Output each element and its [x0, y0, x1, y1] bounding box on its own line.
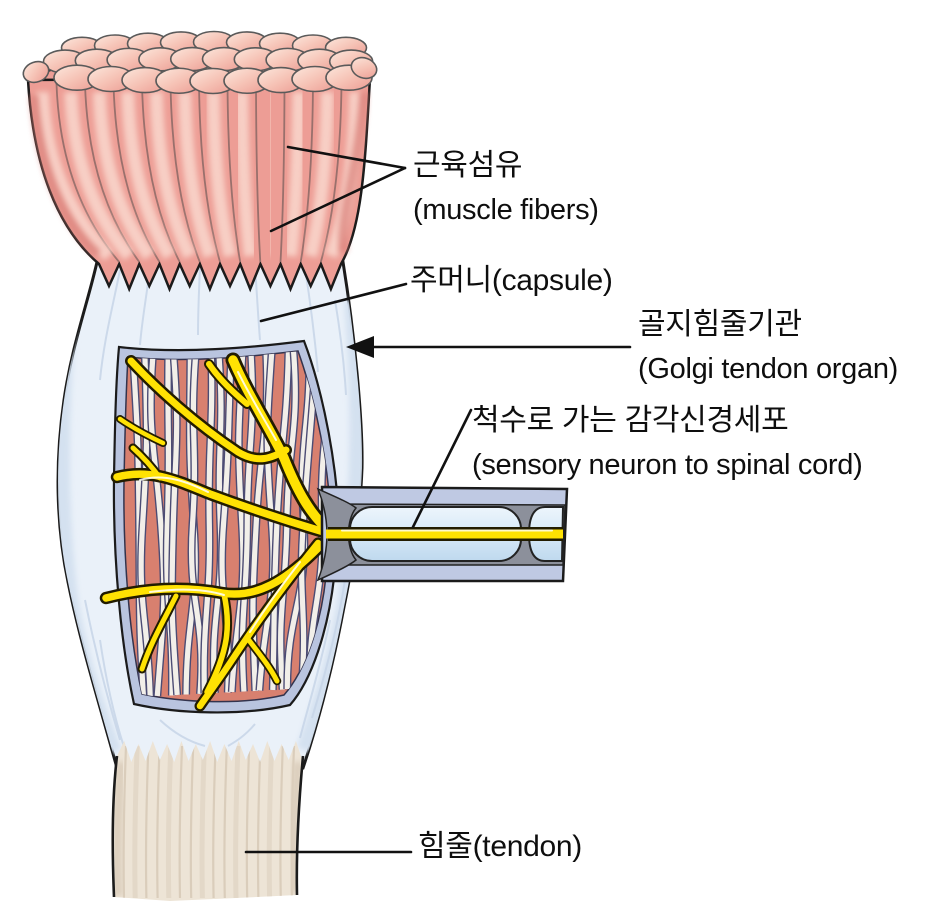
- nerve-branch: [206, 361, 250, 407]
- tendon-edge-right: [295, 755, 305, 896]
- muscle-fiber-bundle: [22, 30, 378, 293]
- tendon-shade-left: [112, 761, 126, 897]
- nerve-branch: [245, 636, 280, 684]
- label-capsule-text: 주머니(capsule): [410, 264, 613, 297]
- capsule-streak: [311, 579, 346, 719]
- leader-lines: [244, 145, 632, 854]
- tendon-stripe: [233, 745, 241, 899]
- capsule-streak: [84, 599, 121, 741]
- muscle-fiber-highlight: [149, 91, 196, 259]
- tendon-body: [112, 741, 304, 901]
- muscle-fiber-divider: [169, 83, 201, 263]
- capsule-streak: [159, 719, 206, 747]
- nerve-branch: [204, 591, 231, 695]
- tendon-stripe: [245, 745, 251, 899]
- golgi-arrowhead: [346, 336, 374, 358]
- nerve-highlight: [249, 561, 301, 633]
- muscle-fiber-top: [22, 60, 50, 84]
- label-sensory-neuron: 척수로 가는 감각신경세포 (sensory neuron to spinal …: [472, 399, 863, 487]
- muscle-fiber-divider: [255, 83, 262, 263]
- collagen-strand: [229, 353, 246, 693]
- tendon-edge-left: [111, 755, 119, 898]
- tendon-stripe: [156, 745, 161, 899]
- tendon-stripe: [212, 745, 217, 899]
- muscle-fiber-highlight: [284, 91, 306, 257]
- cutaway-window: [112, 339, 340, 714]
- label-golgi-en: (Golgi tendon organ): [638, 353, 898, 385]
- nerve-branch: [117, 416, 166, 446]
- nerve-highlight: [139, 476, 209, 493]
- tendon-stripe: [199, 745, 207, 899]
- tendon-stripe: [178, 745, 184, 899]
- capsule-shade-right: [296, 299, 363, 753]
- nerve-fiber-tube: [316, 485, 569, 583]
- muscle-fiber-highlight: [178, 91, 216, 259]
- tendon-stripe: [132, 745, 140, 899]
- muscle-fiber-highlight: [64, 91, 135, 261]
- muscle-fiber-highlight: [304, 91, 334, 258]
- muscle-fiber-divider: [141, 83, 181, 263]
- capsule-streak: [227, 723, 256, 747]
- tendon-stripe: [266, 745, 275, 899]
- leader-line-muscle-fibers-1: [286, 145, 407, 170]
- tendon-stripe: [189, 745, 195, 899]
- muscle-fiber-divider: [299, 83, 314, 263]
- label-muscle-fibers-en: (muscle fibers): [413, 194, 599, 226]
- label-golgi-tendon-organ: 골지힘줄기관 (Golgi tendon organ): [638, 303, 898, 391]
- muscle-fiber-divider: [319, 83, 343, 263]
- nerve-branch: [130, 445, 163, 481]
- label-sensory-en: (sensory neuron to spinal cord): [472, 449, 863, 481]
- leader-line-sensory-neuron: [411, 408, 473, 529]
- tendon-stripe: [279, 745, 284, 899]
- label-capsule: 주머니(capsule): [410, 259, 613, 303]
- capsule-streak: [99, 269, 121, 381]
- muscle-fiber-highlight: [92, 91, 155, 260]
- capsule-streak: [334, 299, 347, 396]
- collagen-strand: [201, 354, 215, 694]
- muscle-shade-left: [29, 94, 102, 258]
- nerve-highlight: [237, 371, 277, 441]
- muscle-fiber-highlight: [35, 91, 114, 261]
- leader-line-muscle-fibers-2: [269, 166, 407, 233]
- muscle-fiber-divider: [226, 83, 242, 263]
- collagen-strand: [148, 355, 167, 697]
- label-golgi-ko: 골지힘줄기관: [638, 308, 802, 341]
- label-sensory-ko: 척수로 가는 감각신경세포: [472, 404, 789, 437]
- label-muscle-fibers-ko: 근육섬유: [413, 149, 523, 182]
- leader-line-capsule: [259, 282, 408, 323]
- capsule-streak: [299, 619, 331, 739]
- label-tendon: 힘줄(tendon): [418, 825, 582, 869]
- tendon-stripe: [256, 745, 262, 899]
- nerve-branch: [196, 539, 322, 710]
- collagen-strand: [169, 354, 180, 696]
- muscle-shade-right: [338, 91, 369, 253]
- label-muscle-fibers: 근육섬유 (muscle fibers): [413, 144, 599, 232]
- muscle-fiber-highlight: [121, 91, 176, 260]
- muscle-fiber-divider: [279, 83, 286, 263]
- nerve-branch: [139, 593, 179, 672]
- nerve-branch: [102, 532, 337, 602]
- nerve-branch: [127, 357, 290, 463]
- label-tendon-text: 힘줄(tendon): [418, 830, 582, 863]
- muscle-fiber-top: [350, 56, 378, 80]
- tendon-stripe: [223, 745, 228, 899]
- capsule-streak: [197, 265, 201, 336]
- collagen-strand: [138, 355, 153, 697]
- tendon-shape: [111, 741, 305, 901]
- nerve-highlight: [149, 588, 225, 596]
- muscle-fiber-highlight: [235, 91, 257, 257]
- tendon-stripe: [165, 745, 174, 899]
- tendon-shade-right: [287, 761, 303, 894]
- muscle-fiber-divider: [198, 83, 221, 263]
- capsule-streak: [99, 639, 125, 748]
- muscle-fiber-highlight: [206, 91, 237, 258]
- nerve-branch: [113, 470, 328, 536]
- tendon-stripe: [144, 745, 150, 899]
- sensory-nerve-branches: [99, 352, 340, 712]
